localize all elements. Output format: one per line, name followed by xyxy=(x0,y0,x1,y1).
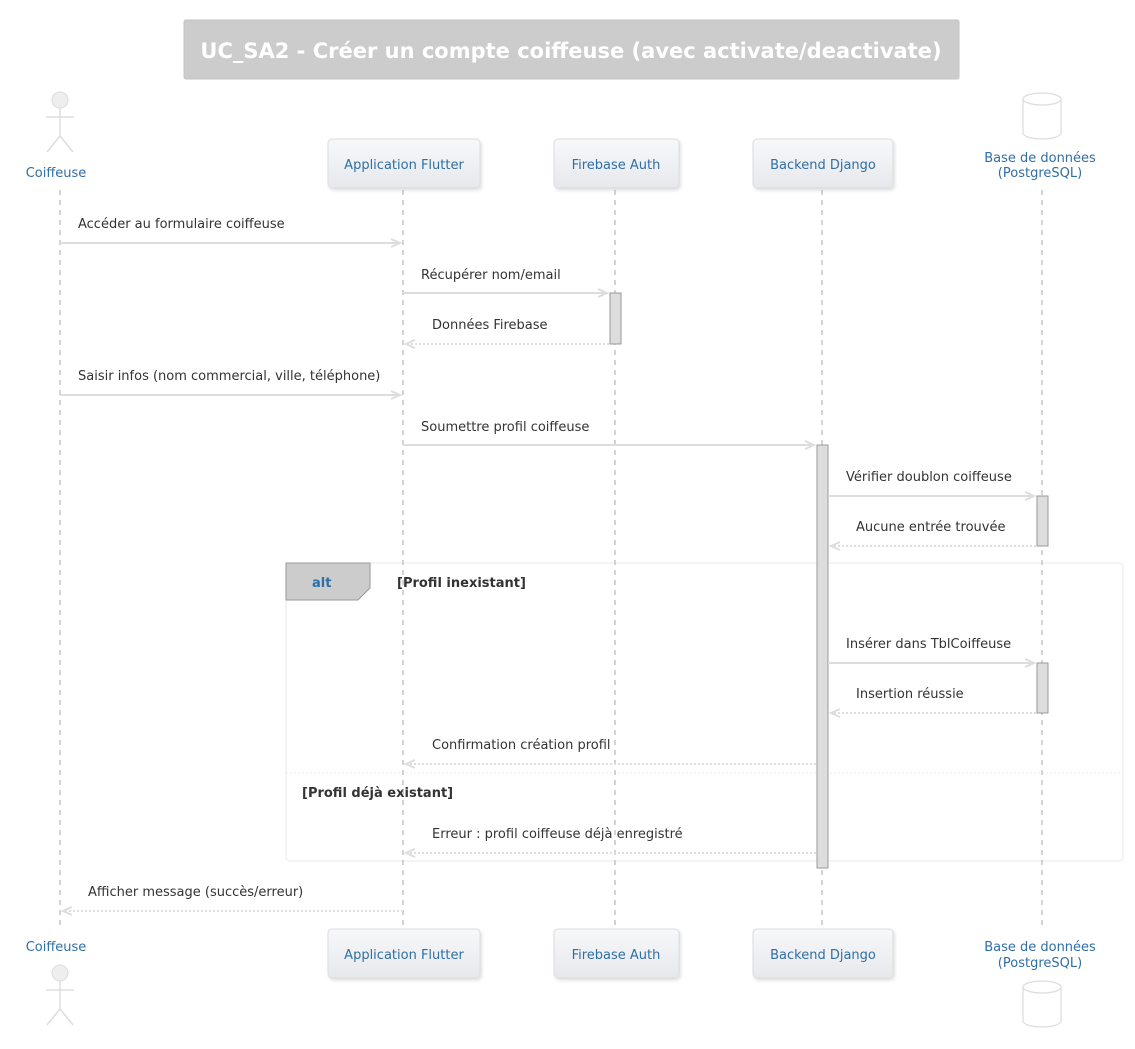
message-label: Erreur : profil coiffeuse déjà enregistr… xyxy=(432,827,683,842)
participants-top: Coiffeuse Application Flutter Firebase A… xyxy=(26,91,1096,189)
message: Saisir infos (nom commercial, ville, tél… xyxy=(60,369,403,400)
messages: Accéder au formulaire coiffeuse Récupére… xyxy=(60,217,1037,916)
message-label: Afficher message (succès/erreur) xyxy=(88,885,303,900)
participant-box xyxy=(553,138,680,189)
arrowhead-icon xyxy=(804,440,817,450)
message-label: Insérer dans TblCoiffeuse xyxy=(846,637,1011,652)
message-label: Accéder au formulaire coiffeuse xyxy=(78,217,285,232)
participant-firebase-bottom: Firebase Auth xyxy=(553,928,680,979)
message: Accéder au formulaire coiffeuse xyxy=(60,217,403,248)
lifelines xyxy=(59,190,1043,930)
arrowhead-icon xyxy=(390,390,403,400)
guard-profil-inexistant: [Profil inexistant] xyxy=(397,576,526,591)
participant-label-flutter: Application Flutter xyxy=(344,948,464,963)
arrowhead-icon xyxy=(597,288,610,298)
participant-label-firebase: Firebase Auth xyxy=(572,158,661,173)
participant-firebase-top: Firebase Auth xyxy=(553,138,680,189)
activation-django xyxy=(816,444,829,869)
message: Afficher message (succès/erreur) xyxy=(60,885,403,916)
participant-box xyxy=(327,928,481,979)
title-banner: UC_SA2 - Créer un compte coiffeuse (avec… xyxy=(183,19,960,80)
guard-profil-existant: [Profil déjà existant] xyxy=(302,786,453,801)
participant-django-top: Backend Django xyxy=(752,138,894,189)
arrowhead-icon xyxy=(828,708,841,718)
participant-box xyxy=(327,138,481,189)
message: Récupérer nom/email xyxy=(403,268,610,298)
database-icon xyxy=(1022,99,1062,140)
message: Soumettre profil coiffeuse xyxy=(403,420,817,450)
participant-label-db-2: (PostgreSQL) xyxy=(998,956,1082,971)
message: Insertion réussie xyxy=(828,687,1036,718)
arrowhead-icon xyxy=(828,541,841,551)
database-icon xyxy=(1022,987,1062,1028)
participants-bottom: Coiffeuse Application Flutter Firebase A… xyxy=(26,928,1096,1028)
activation-db-insert xyxy=(1036,662,1049,714)
title-background xyxy=(183,19,960,80)
arrowhead-icon xyxy=(403,848,416,858)
participant-label-flutter: Application Flutter xyxy=(344,158,464,173)
actor-icon xyxy=(51,964,69,982)
message-label: Données Firebase xyxy=(432,318,548,333)
fragment-keyword: alt xyxy=(312,576,331,591)
message-label: Confirmation création profil xyxy=(432,738,611,753)
participant-label-django: Backend Django xyxy=(770,948,876,963)
message-label: Saisir infos (nom commercial, ville, tél… xyxy=(78,369,380,384)
message-label: Soumettre profil coiffeuse xyxy=(421,420,589,435)
database-db-top: Base de données (PostgreSQL) xyxy=(984,92,1096,181)
participant-label-firebase: Firebase Auth xyxy=(572,948,661,963)
activation-firebase xyxy=(609,292,622,345)
arrowhead-icon xyxy=(1024,658,1037,668)
participant-label-db-2: (PostgreSQL) xyxy=(998,166,1082,181)
message-label: Insertion réussie xyxy=(856,687,964,702)
alt-fragment: alt [Profil inexistant] [Profil déjà exi… xyxy=(285,562,1124,862)
participant-django-bottom: Backend Django xyxy=(752,928,894,979)
diagram-title: UC_SA2 - Créer un compte coiffeuse (avec… xyxy=(200,39,941,63)
message-label: Vérifier doublon coiffeuse xyxy=(846,470,1012,485)
arrowhead-icon xyxy=(1024,491,1037,501)
actor-coiffeuse-bottom: Coiffeuse xyxy=(26,940,87,1026)
participant-box xyxy=(752,138,894,189)
message-label: Aucune entrée trouvée xyxy=(856,520,1005,535)
database-db-bottom: Base de données (PostgreSQL) xyxy=(984,940,1096,1028)
message: Confirmation création profil xyxy=(403,738,816,769)
arrowhead-icon xyxy=(390,238,403,248)
fragment-frame xyxy=(285,562,1124,862)
message-label: Récupérer nom/email xyxy=(421,268,561,283)
participant-box xyxy=(553,928,680,979)
actor-icon xyxy=(51,91,69,109)
actor-coiffeuse-top: Coiffeuse xyxy=(26,91,87,181)
activations xyxy=(609,292,1049,869)
message: Insérer dans TblCoiffeuse xyxy=(828,637,1037,668)
message: Erreur : profil coiffeuse déjà enregistr… xyxy=(403,827,816,858)
participant-flutter-bottom: Application Flutter xyxy=(327,928,481,979)
fragment-tab xyxy=(285,562,371,601)
arrowhead-icon xyxy=(403,759,416,769)
participant-label-django: Backend Django xyxy=(770,158,876,173)
participant-label-db: Base de données xyxy=(984,151,1096,166)
message: Aucune entrée trouvée xyxy=(828,520,1036,551)
participant-label-coiffeuse: Coiffeuse xyxy=(26,166,87,181)
activation-db-check xyxy=(1036,495,1049,547)
arrowhead-icon xyxy=(60,906,73,916)
participant-label-db: Base de données xyxy=(984,940,1096,955)
participant-label-coiffeuse: Coiffeuse xyxy=(26,940,87,955)
arrowhead-icon xyxy=(403,339,416,349)
participant-box xyxy=(752,928,894,979)
participant-flutter-top: Application Flutter xyxy=(327,138,481,189)
message: Vérifier doublon coiffeuse xyxy=(828,470,1037,501)
message: Données Firebase xyxy=(403,318,609,349)
